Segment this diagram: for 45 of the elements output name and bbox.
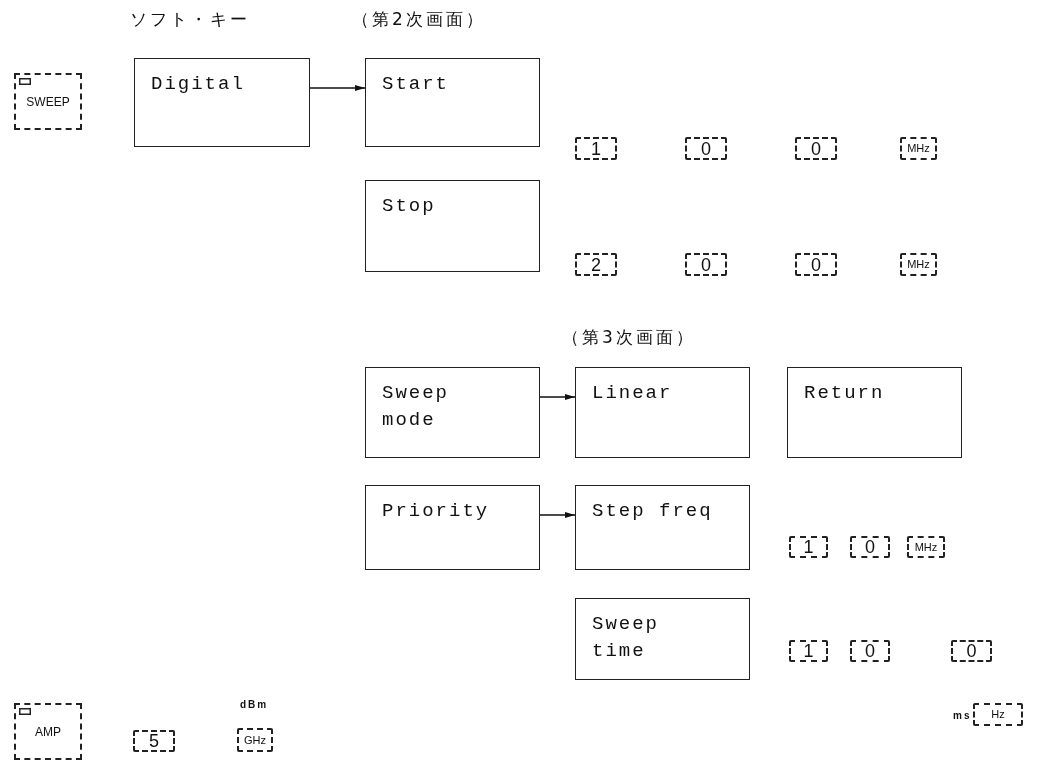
soft-key-label: Linear (592, 381, 674, 406)
key-cap: 0 (795, 137, 837, 160)
soft-key-box (365, 58, 540, 147)
screen-heading: （第2次画面） (352, 8, 486, 31)
unit-label: ms (953, 710, 972, 721)
soft-key-label: Step freq (592, 499, 714, 524)
soft-key-box (134, 58, 310, 147)
soft-key-box (575, 485, 750, 570)
key-cap: Hz (973, 703, 1023, 726)
key-cap: 0 (685, 253, 727, 276)
soft-key-box (575, 598, 750, 680)
key-cap: 0 (850, 536, 890, 558)
key-cap: 5 (133, 730, 175, 752)
soft-key-label: Priority (382, 499, 491, 524)
soft-key-box (787, 367, 962, 458)
key-cap: 1 (789, 536, 828, 558)
key-cap: MHz (900, 137, 937, 160)
screen-heading: ソフト・キー (130, 8, 250, 31)
arrow (309, 84, 366, 92)
soft-key-box (365, 367, 540, 458)
key-cap: 0 (951, 640, 992, 662)
soft-key-box (365, 180, 540, 272)
soft-key-label: Sweep mode (382, 381, 450, 433)
unit-label: dBm (240, 699, 269, 710)
soft-key-label: Return (804, 381, 886, 406)
panel-key: AMP (14, 703, 82, 760)
key-cap: 1 (575, 137, 617, 160)
key-cap: GHz (237, 728, 273, 752)
soft-key-label: Stop (382, 194, 437, 219)
soft-key-label: Digital (151, 72, 246, 97)
screen-heading: （第3次画面） (562, 326, 696, 349)
arrow (539, 393, 576, 401)
key-cap: 1 (789, 640, 828, 662)
soft-key-box (575, 367, 750, 458)
key-cap: 2 (575, 253, 617, 276)
arrow (539, 511, 576, 519)
soft-key-box (365, 485, 540, 570)
key-cap: 0 (850, 640, 890, 662)
panel-key: SWEEP (14, 73, 82, 130)
key-cap: 0 (685, 137, 727, 160)
key-cap: 0 (795, 253, 837, 276)
soft-key-label: Start (382, 72, 450, 97)
key-cap: MHz (907, 536, 945, 558)
soft-key-label: Sweep time (592, 612, 660, 664)
key-cap: MHz (900, 253, 937, 276)
